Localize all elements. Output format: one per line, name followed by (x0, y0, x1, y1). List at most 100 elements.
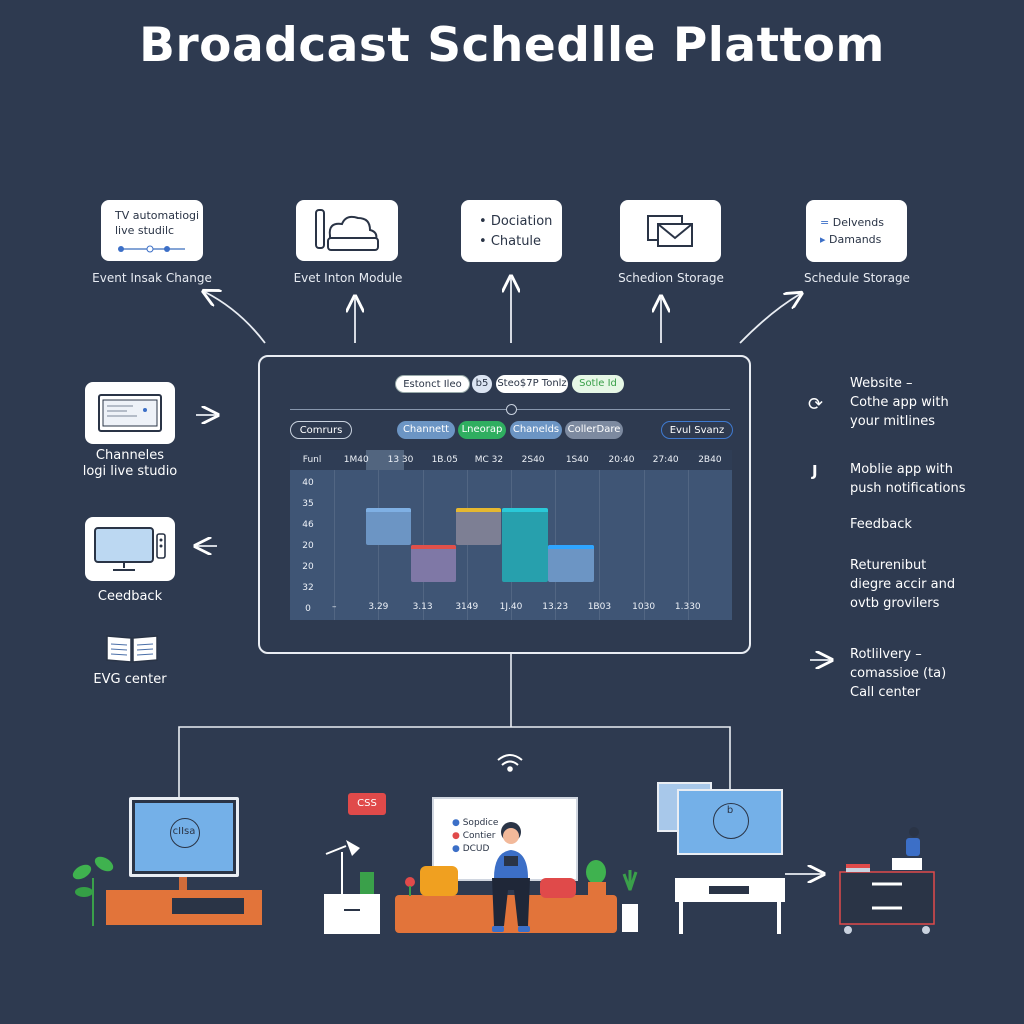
footer-time: 3.29 (368, 602, 389, 612)
column-header: 13 30 (387, 455, 414, 465)
row-label: 46 (302, 520, 314, 530)
left-card-channels[interactable] (85, 382, 175, 444)
top-pill[interactable]: Estonct Ileo (395, 375, 470, 393)
filter-left-pill[interactable]: Comrurs (290, 421, 352, 439)
left-label: Channeles logi live studio (82, 448, 178, 479)
row-label: 20 (302, 562, 314, 572)
schedule-dashboard: Estonct Ileo b5 Steo$7P Tonlz Sotle Id C… (258, 355, 751, 654)
event-block[interactable] (456, 508, 501, 545)
column-header: 1S40 (565, 455, 589, 465)
list-icon: = (820, 216, 833, 229)
event-block[interactable] (366, 508, 411, 545)
right-text-mobile: Moblie app with push notifications (850, 462, 966, 496)
arrow-to-card-5 (739, 294, 800, 344)
plant-icon (72, 856, 114, 926)
column-header: 27:40 (652, 455, 679, 465)
tv-icon (94, 527, 166, 571)
person-icon (492, 822, 530, 932)
monitor-screen-text: b (726, 805, 734, 816)
grid-line (687, 470, 689, 620)
filter-pill[interactable]: Channett (397, 421, 455, 439)
page-title: Broadcast Schedlle Plattom (139, 18, 885, 73)
card-cloud-module[interactable] (296, 200, 398, 261)
screen-line: DCUD (462, 844, 490, 854)
footer-time: 1J.40 (499, 602, 523, 612)
slider-handle[interactable] (506, 404, 517, 415)
card-label: Schedule Storage (804, 271, 910, 285)
cushion (420, 866, 458, 896)
grid-line (466, 470, 468, 620)
left-label: EVG center (93, 672, 167, 687)
monitor-window-icon (98, 394, 162, 432)
filter-pill[interactable]: Lneorap (458, 421, 506, 439)
footer-time: 13.23 (542, 602, 569, 612)
row-label: 35 (302, 499, 314, 509)
grid-line (378, 470, 380, 620)
card-line: Delvends (832, 216, 884, 229)
card-line: Chatule (490, 234, 542, 249)
j-icon: J (812, 462, 818, 480)
filter-pill[interactable]: CollerDare (565, 421, 623, 439)
desk (675, 878, 785, 934)
row-label: 40 (302, 478, 314, 488)
column-header: 20:40 (608, 455, 635, 465)
right-text-distribution: Returenibut diegre accir and ovtb grovil… (850, 558, 956, 611)
footer-time: 3149 (455, 602, 479, 612)
grid-line (599, 470, 601, 620)
tv-left: cIIsa (129, 797, 239, 877)
top-pill[interactable]: Steo$7P Tonlz (496, 375, 568, 393)
grid-line (334, 470, 336, 620)
cabinet-with-person-icon (839, 827, 935, 934)
card-label: Event Insak Change (92, 271, 212, 285)
arrow-to-card-1 (205, 292, 266, 344)
card-delvends[interactable]: = Delvends ▸ Damands (806, 200, 907, 262)
filter-right-pill[interactable]: Evul Svanz (661, 421, 733, 439)
card-label: Evet Inton Module (293, 271, 403, 285)
card-line: Damands (829, 233, 882, 246)
bullet-icon: ● (452, 844, 463, 854)
left-card-feedback[interactable] (85, 517, 175, 581)
bullet-icon: ● (452, 818, 463, 828)
grid-line (643, 470, 645, 620)
play-icon: ▸ (820, 233, 830, 246)
row-label: 32 (302, 583, 314, 593)
tv-cabinet (106, 890, 262, 925)
screen-line: Sopdice (462, 818, 499, 828)
potted-plants-icon (586, 860, 638, 932)
price-tag: CSS (348, 793, 386, 815)
footer-time: 3.13 (412, 602, 433, 612)
footer-time: 1.330 (674, 602, 701, 612)
wifi-icon (497, 754, 523, 772)
footer-time: 1B03 (587, 602, 612, 612)
column-header: Funl (302, 455, 322, 465)
sync-icon: ⟳ (808, 394, 824, 415)
card-dociation[interactable]: • Dociation • Chatule (461, 200, 562, 262)
top-pill[interactable]: Sotle Id (572, 375, 624, 393)
bullet-icon: • (479, 234, 491, 249)
top-pill[interactable]: b5 (472, 375, 492, 393)
right-text-website: Website – Cothe app with your mitlines (850, 376, 949, 429)
lamp-and-drawer-icon (324, 840, 380, 934)
tv-stand (179, 877, 187, 891)
cushion (540, 878, 576, 898)
event-block[interactable] (548, 545, 594, 582)
column-header: 2S40 (521, 455, 545, 465)
left-label: Ceedback (97, 589, 163, 604)
envelope-icon (647, 215, 693, 247)
right-text-delivery: Rotlilvery – comassioe (ta) Call center (850, 647, 947, 700)
row-label: 20 (302, 541, 314, 551)
card-label: Schedion Storage (618, 271, 724, 285)
column-header: 2B40 (698, 455, 722, 465)
event-block[interactable] (502, 508, 548, 582)
bullet-icon: ● (452, 831, 463, 841)
card-storage[interactable] (620, 200, 721, 262)
column-header: 1M40 (343, 455, 369, 465)
event-block[interactable] (411, 545, 456, 582)
filter-pill[interactable]: Chanelds (510, 421, 562, 439)
column-header: MC 32 (474, 455, 504, 465)
timeline-icon (118, 245, 185, 253)
card-line: live studilc (115, 224, 175, 237)
card-line: TV automatiogi (115, 209, 200, 222)
column-header: 1B.05 (431, 455, 458, 465)
card-tv-automation[interactable]: TV automatiogi live studilc (101, 200, 203, 261)
